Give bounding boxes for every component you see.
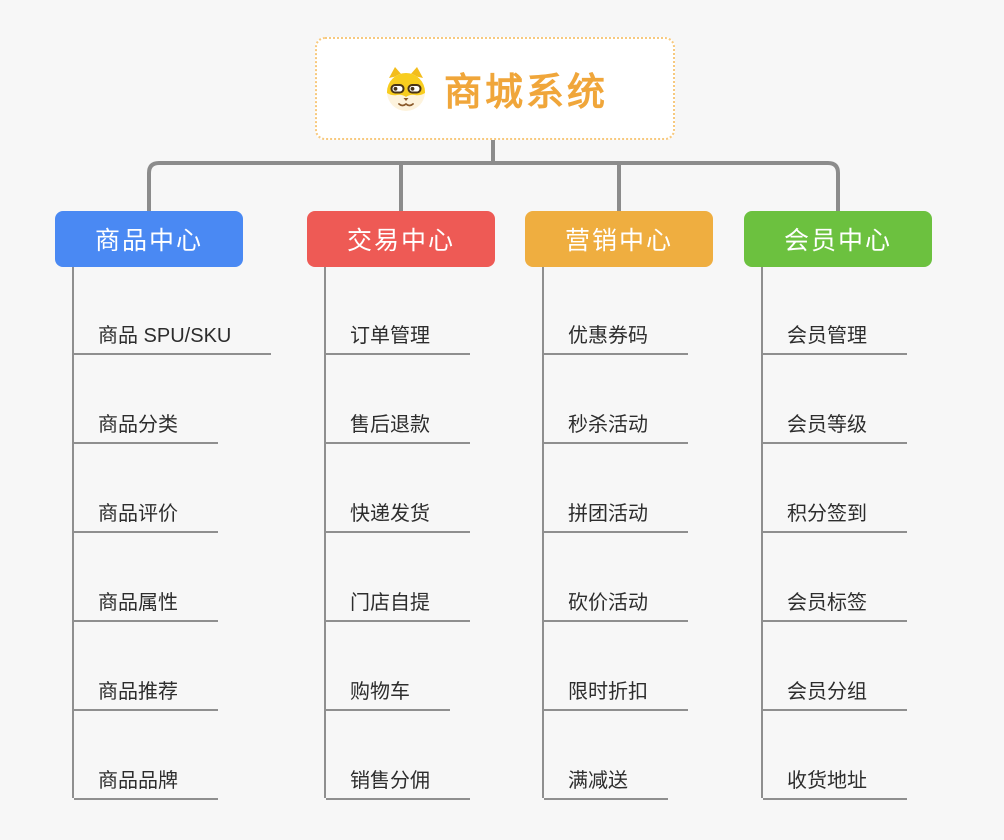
children-column-trade-center: 订单管理售后退款快递发货门店自提购物车销售分佣 bbox=[324, 267, 470, 800]
child-label: 会员管理 bbox=[787, 325, 867, 347]
child-label: 快递发货 bbox=[350, 503, 430, 525]
child-label: 限时折扣 bbox=[568, 681, 648, 703]
child-item[interactable]: 购物车 bbox=[326, 675, 450, 711]
child-label: 收货地址 bbox=[787, 770, 867, 792]
child-item[interactable]: 满减送 bbox=[544, 764, 668, 800]
child-item[interactable]: 商品 SPU/SKU bbox=[74, 319, 272, 355]
child-label: 销售分佣 bbox=[350, 770, 430, 792]
child-label: 会员标签 bbox=[787, 592, 867, 614]
child-label: 满减送 bbox=[568, 770, 628, 792]
child-label: 会员等级 bbox=[787, 414, 867, 436]
child-item[interactable]: 拼团活动 bbox=[544, 497, 688, 533]
child-item[interactable]: 秒杀活动 bbox=[544, 408, 688, 444]
root-node[interactable]: 商城系统 bbox=[315, 37, 675, 140]
children-column-member-center: 会员管理会员等级积分签到会员标签会员分组收货地址 bbox=[761, 267, 907, 800]
child-item[interactable]: 商品评价 bbox=[74, 497, 218, 533]
child-item[interactable]: 收货地址 bbox=[763, 764, 907, 800]
child-label: 门店自提 bbox=[350, 592, 430, 614]
child-item[interactable]: 售后退款 bbox=[326, 408, 470, 444]
child-label: 商品属性 bbox=[98, 592, 178, 614]
child-label: 秒杀活动 bbox=[568, 414, 648, 436]
child-label: 拼团活动 bbox=[568, 503, 648, 525]
child-item[interactable]: 快递发货 bbox=[326, 497, 470, 533]
child-item[interactable]: 商品属性 bbox=[74, 586, 218, 622]
root-title: 商城系统 bbox=[443, 72, 608, 114]
child-item[interactable]: 限时折扣 bbox=[544, 675, 688, 711]
child-item[interactable]: 会员分组 bbox=[763, 675, 907, 711]
child-label: 会员分组 bbox=[787, 681, 867, 703]
branch-label: 商品中心 bbox=[94, 227, 203, 255]
child-label: 商品评价 bbox=[98, 503, 178, 525]
child-label: 商品品牌 bbox=[98, 770, 178, 792]
child-item[interactable]: 会员等级 bbox=[763, 408, 907, 444]
dog-face-icon bbox=[386, 66, 425, 111]
child-item[interactable]: 会员标签 bbox=[763, 586, 907, 622]
children-column-product-center: 商品 SPU/SKU 商品分类商品评价商品属性商品推荐商品品牌 bbox=[72, 267, 272, 800]
child-label: 优惠券码 bbox=[568, 325, 648, 347]
child-item[interactable]: 商品品牌 bbox=[74, 764, 218, 800]
child-item[interactable]: 销售分佣 bbox=[326, 764, 470, 800]
branch-label: 会员中心 bbox=[783, 227, 892, 255]
child-item[interactable]: 商品分类 bbox=[74, 408, 218, 444]
child-label: 订单管理 bbox=[350, 325, 430, 347]
child-item[interactable]: 商品推荐 bbox=[74, 675, 218, 711]
child-item[interactable]: 砍价活动 bbox=[544, 586, 688, 622]
branch-node-member-center[interactable]: 会员中心 bbox=[744, 211, 932, 267]
branch-node-marketing-center[interactable]: 营销中心 bbox=[525, 211, 713, 267]
child-item[interactable]: 会员管理 bbox=[763, 319, 907, 355]
child-label: 商品分类 bbox=[98, 414, 178, 436]
child-label: 购物车 bbox=[350, 681, 410, 703]
child-item[interactable]: 门店自提 bbox=[326, 586, 470, 622]
child-label: 售后退款 bbox=[350, 414, 430, 436]
branch-label: 营销中心 bbox=[564, 227, 673, 255]
child-item[interactable]: 优惠券码 bbox=[544, 319, 688, 355]
child-item[interactable]: 订单管理 bbox=[326, 319, 470, 355]
branch-node-product-center[interactable]: 商品中心 bbox=[55, 211, 243, 267]
children-column-marketing-center: 优惠券码秒杀活动拼团活动砍价活动限时折扣满减送 bbox=[542, 267, 688, 800]
branch-node-trade-center[interactable]: 交易中心 bbox=[307, 211, 495, 267]
child-label: 积分签到 bbox=[787, 503, 867, 525]
child-item[interactable]: 积分签到 bbox=[763, 497, 907, 533]
child-label: 商品推荐 bbox=[98, 681, 178, 703]
branch-label: 交易中心 bbox=[346, 227, 455, 255]
child-label: 砍价活动 bbox=[568, 592, 648, 614]
child-label: 商品 SPU/SKU bbox=[98, 325, 232, 347]
